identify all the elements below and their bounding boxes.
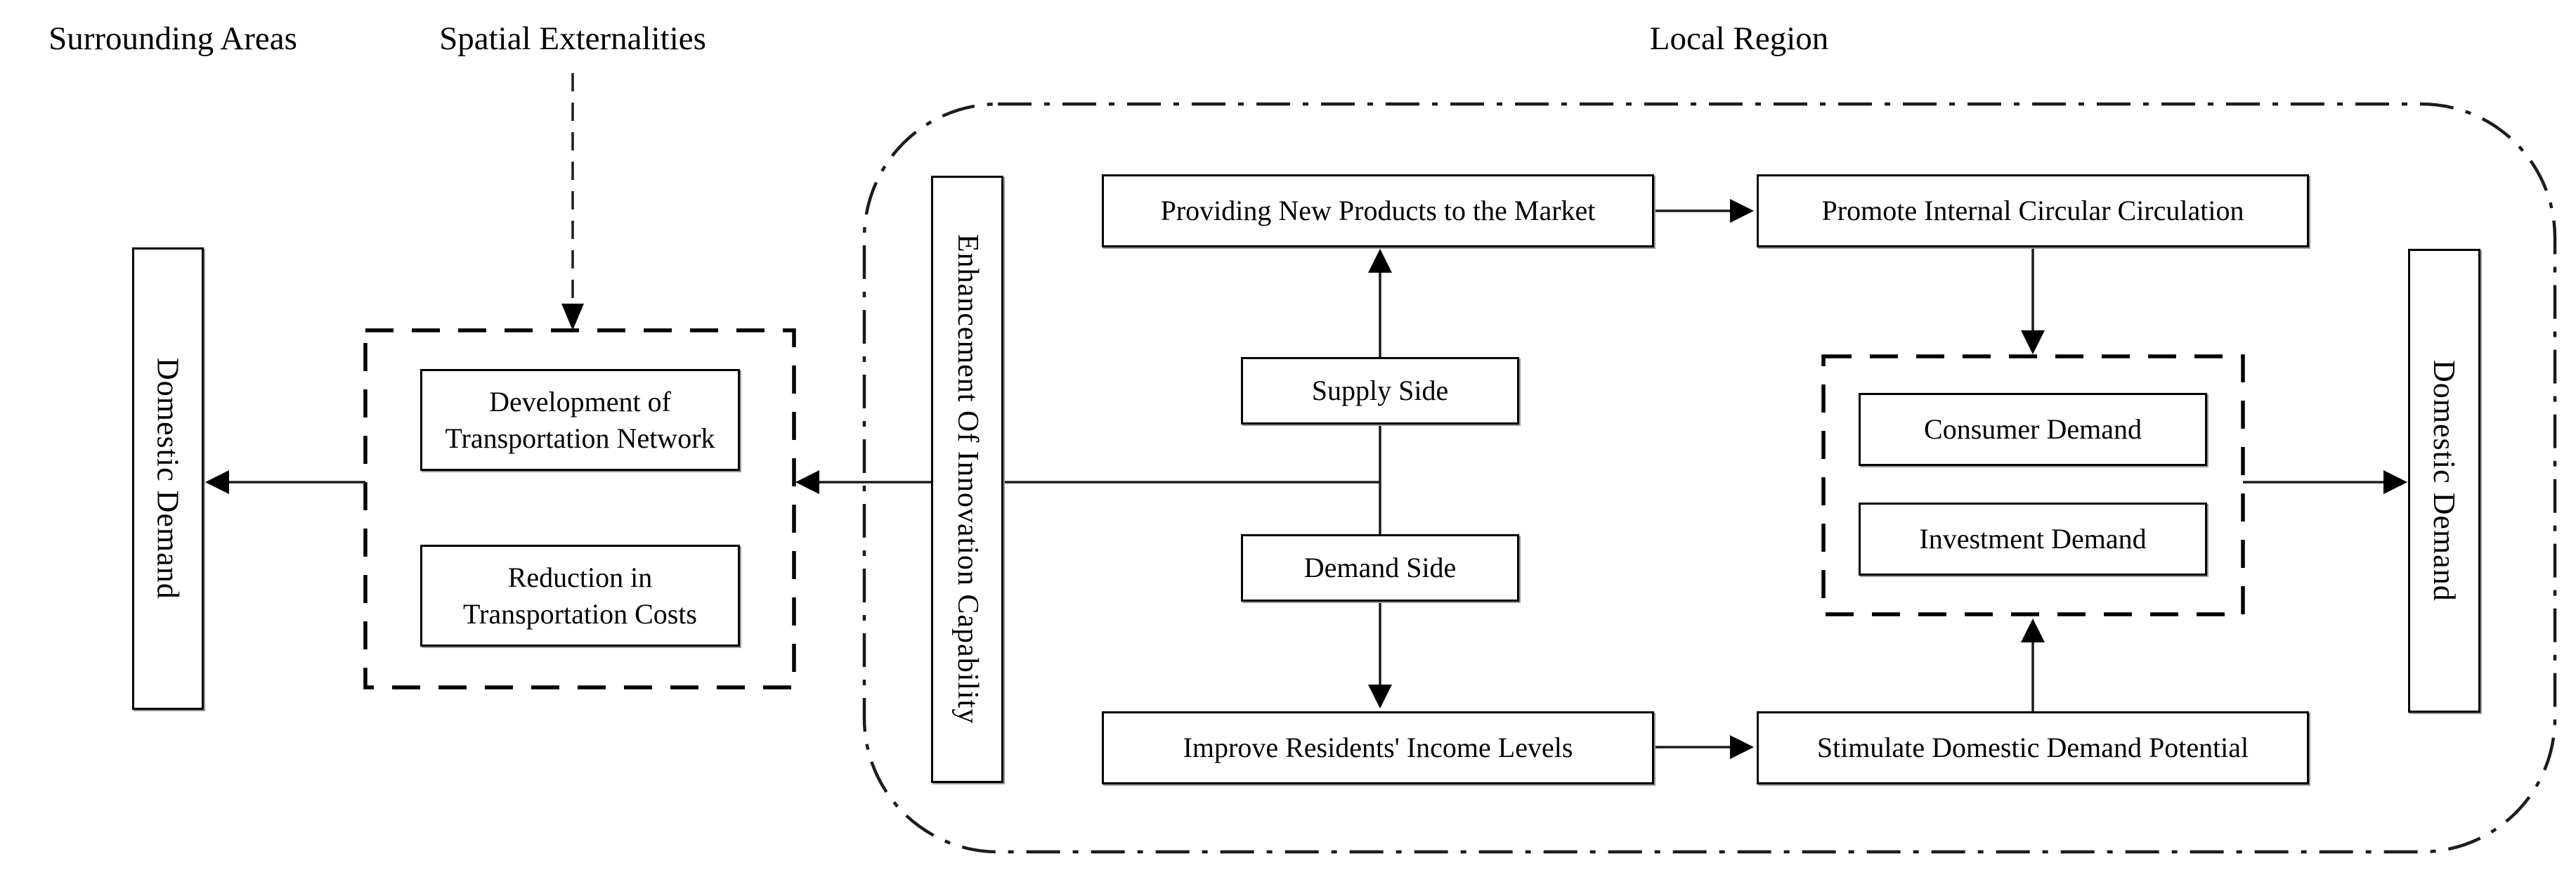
node-development-of-transportation-network: Development of Transportation Network (420, 369, 740, 471)
node-domestic-demand-right: Domestic Demand (2408, 249, 2480, 713)
demand-to-improve-arrow (1368, 602, 1392, 708)
supply-to-providing-arrow (1368, 249, 1392, 357)
node-demand-side: Demand Side (1241, 534, 1519, 602)
node-investment-demand: Investment Demand (1859, 503, 2207, 576)
node-stimulate-domestic-demand-potential: Stimulate Domestic Demand Potential (1757, 711, 2309, 784)
local-region-boundary (862, 102, 2557, 854)
node-providing-new-products-to-the-market: Providing New Products to the Market (1102, 174, 1654, 247)
enhancement-to-transport-arrow (795, 470, 931, 494)
promote-to-demand-group-arrow (2021, 247, 2045, 354)
node-enhancement-of-innovation-capability: Enhancement Of Innovation Capability (931, 176, 1003, 783)
node-reduction-in-transportation-costs: Reduction in Transportation Costs (420, 545, 740, 647)
stimulate-to-demand-group-arrow (2021, 619, 2045, 711)
spatial-externalities-arrow (561, 73, 584, 330)
label-spatial-externalities: Spatial Externalities (439, 20, 706, 57)
label-local-region: Local Region (1649, 20, 1829, 57)
label-surrounding-areas: Surrounding Areas (48, 20, 297, 57)
improve-to-stimulate-arrow (1654, 735, 1754, 759)
transportation-group-dashed-box (363, 328, 796, 689)
node-improve-residents-income-levels: Improve Residents' Income Levels (1102, 711, 1654, 784)
node-promote-internal-circular-circulation: Promote Internal Circular Circulation (1757, 174, 2309, 247)
demand-group-dashed-box (1821, 354, 2245, 616)
demand-group-to-domestic-right-arrow (2243, 470, 2407, 494)
node-consumer-demand: Consumer Demand (1859, 393, 2207, 466)
providing-to-promote-arrow (1654, 199, 1754, 223)
node-supply-side: Supply Side (1241, 357, 1519, 425)
transport-to-domestic-left-arrow (205, 470, 365, 494)
node-domestic-demand-left: Domestic Demand (132, 247, 204, 710)
